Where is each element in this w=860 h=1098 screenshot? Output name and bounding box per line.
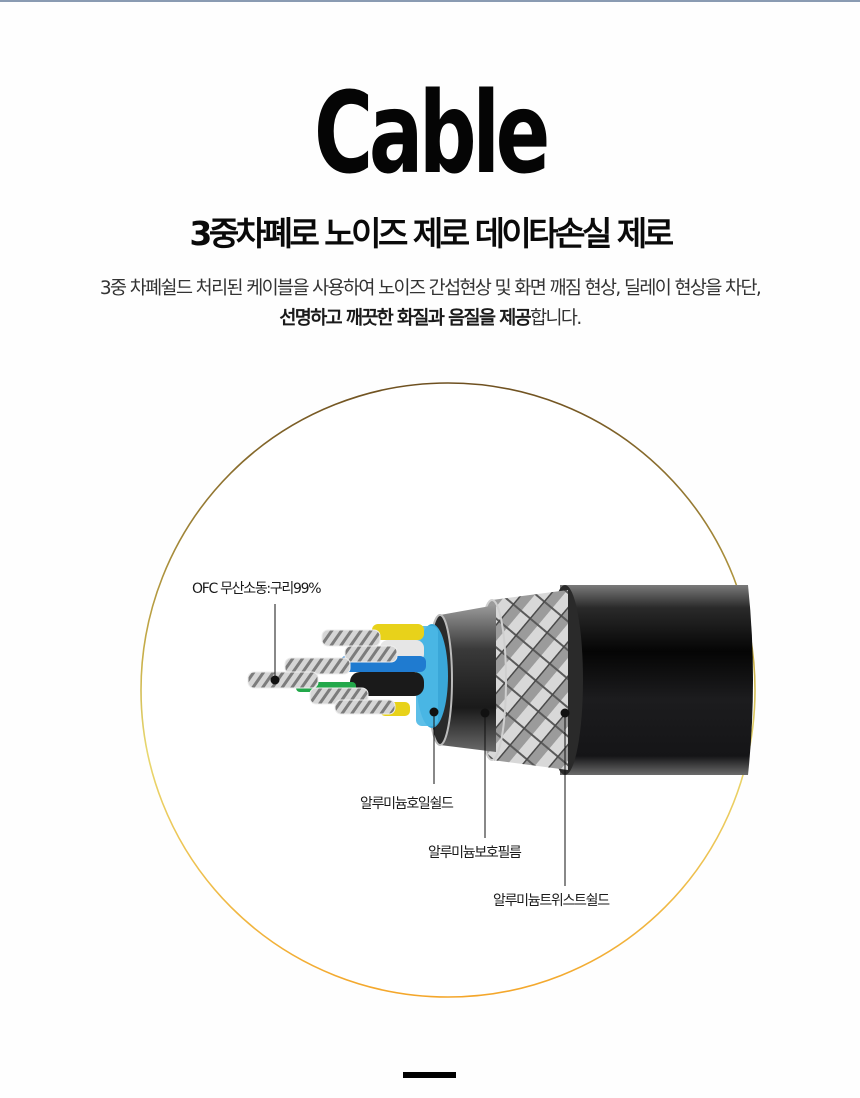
cable-illustration bbox=[140, 382, 756, 998]
section-subtitle: 3중차폐로 노이즈 제로 데이타손실 제로 bbox=[189, 214, 674, 253]
section-divider-bar bbox=[403, 1072, 456, 1078]
callout-twist-shield: 알루미늄트위스트쉴드 bbox=[493, 893, 610, 909]
callout-foil-shield: 알루미늄호일쉴드 bbox=[360, 796, 454, 812]
cable-figure: OFC 무산소동:구리99% 알루미늄호일쉴드 알루미늄보호필름 알루미늄트위스… bbox=[0, 360, 860, 1040]
callout-conductor: OFC 무산소동:구리99% bbox=[192, 581, 322, 597]
description: 3중 차폐쉴드 처리된 케이블을 사용하여 노이즈 간섭현상 및 화면 깨짐 현… bbox=[0, 274, 860, 334]
top-divider bbox=[0, 0, 860, 2]
description-line-2: 선명하고 깨끗한 화질과 음질을 제공합니다. bbox=[0, 304, 860, 334]
description-line-1: 3중 차폐쉴드 처리된 케이블을 사용하여 노이즈 간섭현상 및 화면 깨짐 현… bbox=[99, 278, 762, 299]
outer-jacket bbox=[560, 585, 753, 775]
description-line-2-rest: 합니다. bbox=[530, 308, 582, 329]
description-emphasis: 선명하고 깨끗한 화질과 음질을 제공 bbox=[279, 308, 531, 329]
callout-protective-film: 알루미늄보호필름 bbox=[428, 845, 522, 861]
page-title: Cable bbox=[313, 69, 550, 199]
